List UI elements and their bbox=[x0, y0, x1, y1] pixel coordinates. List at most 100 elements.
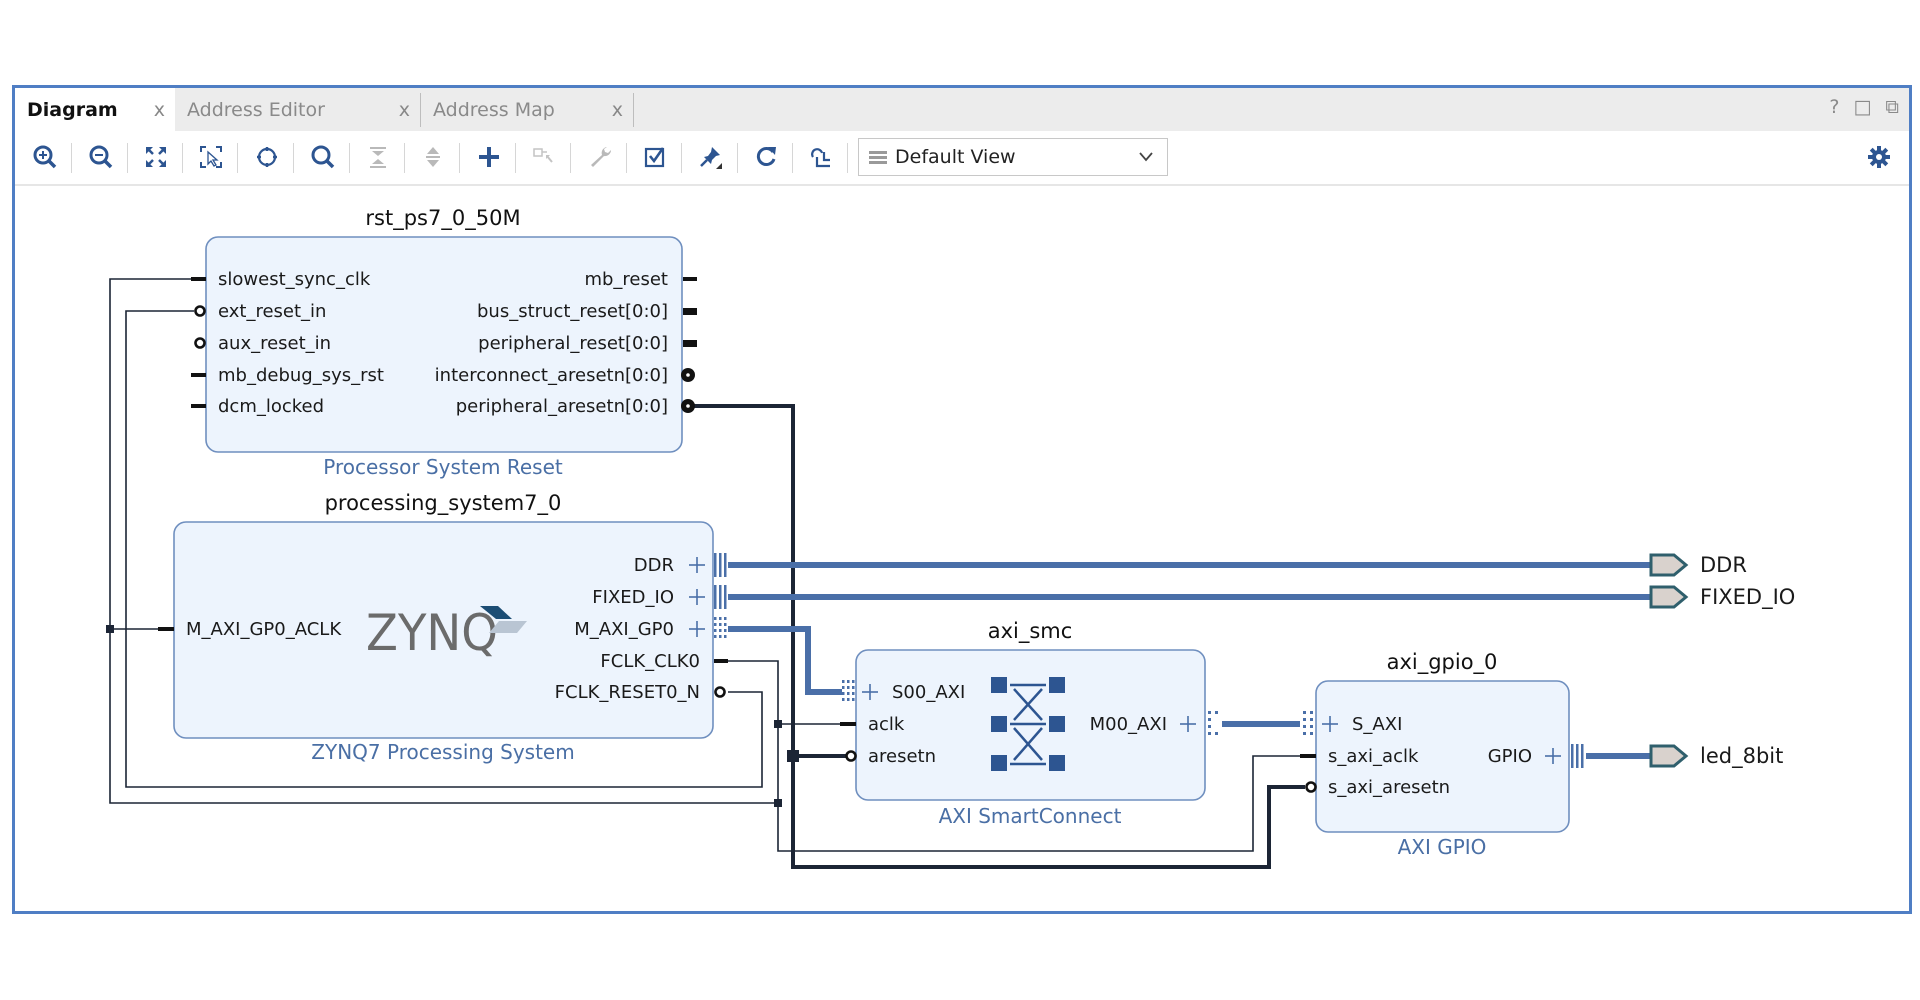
external-port-fixed-io[interactable]: FIXED_IO bbox=[1649, 585, 1795, 610]
settings-button[interactable] bbox=[1863, 141, 1895, 173]
pin-stub[interactable] bbox=[683, 308, 697, 315]
port-arrow-icon[interactable] bbox=[1649, 553, 1689, 577]
search-button[interactable] bbox=[307, 141, 339, 173]
add-ip-button[interactable] bbox=[473, 141, 505, 173]
bus-interface-pin[interactable] bbox=[714, 585, 717, 609]
auto-center-button[interactable] bbox=[251, 141, 283, 173]
bus-m-axi-gp0[interactable] bbox=[728, 626, 842, 695]
close-icon[interactable]: x bbox=[153, 99, 165, 121]
block-instance-name: axi_gpio_0 bbox=[1387, 650, 1498, 675]
pin-stub[interactable] bbox=[840, 722, 856, 726]
pin-active-low[interactable] bbox=[194, 337, 206, 349]
pin-label: M00_AXI bbox=[1090, 714, 1167, 735]
plus-icon[interactable] bbox=[1322, 716, 1338, 732]
plus-icon[interactable] bbox=[1180, 716, 1196, 732]
external-port-led-8bit[interactable]: led_8bit bbox=[1649, 744, 1783, 769]
block-axi-gpio[interactable]: axi_gpio_0 S_AXI s_axi_aclk s_axi_areset… bbox=[1300, 650, 1584, 859]
pin-label: FCLK_CLK0 bbox=[600, 651, 700, 672]
zoom-out-button[interactable] bbox=[85, 141, 117, 173]
bus-interface-pin[interactable] bbox=[842, 680, 855, 701]
search-icon bbox=[311, 145, 335, 169]
block-rst-ps7[interactable]: rst_ps7_0_50M slowest_sync_clk ext_reset… bbox=[191, 206, 697, 479]
block-body[interactable] bbox=[205, 236, 683, 453]
zoom-fit-icon bbox=[146, 147, 166, 167]
plus-icon[interactable] bbox=[689, 621, 705, 637]
maximize-icon[interactable]: □ bbox=[1853, 96, 1872, 118]
close-icon[interactable]: x bbox=[611, 99, 623, 121]
pin-stub[interactable] bbox=[191, 277, 206, 281]
block-axi-smc[interactable]: axi_smc S00_AXI aclk aresetn M00_AXI bbox=[840, 619, 1218, 828]
checkbox-icon bbox=[644, 147, 665, 168]
pin-stub[interactable] bbox=[158, 627, 174, 631]
pin-label: aresetn bbox=[868, 746, 936, 767]
toolbar-divider bbox=[570, 143, 571, 173]
port-arrow-icon[interactable] bbox=[1649, 744, 1689, 768]
plus-icon[interactable] bbox=[689, 557, 705, 573]
net-peripheral-aresetn[interactable] bbox=[692, 404, 1305, 869]
pin-stub[interactable] bbox=[683, 277, 697, 281]
bus-interface-pin[interactable] bbox=[1571, 744, 1584, 768]
tab-label: Address Map bbox=[433, 98, 555, 121]
net-fclk-clk0[interactable] bbox=[728, 660, 1305, 852]
regenerate-layout-button[interactable] bbox=[750, 141, 782, 173]
toolbar-divider bbox=[737, 143, 738, 173]
tab-address-editor[interactable]: Address Editor x bbox=[175, 88, 420, 131]
plus-icon[interactable] bbox=[862, 684, 878, 700]
bus-interface-pin[interactable] bbox=[1303, 711, 1313, 735]
expand-all-icon bbox=[426, 147, 440, 167]
pin-stub[interactable] bbox=[191, 373, 206, 377]
block-diagram[interactable]: rst_ps7_0_50M slowest_sync_clk ext_reset… bbox=[15, 186, 1909, 911]
tab-address-map[interactable]: Address Map x bbox=[421, 88, 633, 131]
pin-active-low[interactable] bbox=[194, 305, 206, 317]
pin-label: s_axi_aclk bbox=[1328, 746, 1419, 767]
toolbar-divider bbox=[349, 143, 350, 173]
svg-text:ZYNQ: ZYNQ bbox=[366, 604, 498, 662]
bus-interface-pin[interactable] bbox=[1208, 711, 1218, 735]
zoom-area-button[interactable] bbox=[195, 141, 227, 173]
zoom-fit-button[interactable] bbox=[140, 141, 172, 173]
collapse-all-button[interactable] bbox=[362, 141, 394, 173]
pin-stub[interactable] bbox=[683, 340, 697, 347]
validate-design-button[interactable] bbox=[639, 141, 671, 173]
toolbar-divider bbox=[515, 143, 516, 173]
bus-interface-pin[interactable] bbox=[714, 553, 717, 577]
pin-active-low[interactable] bbox=[845, 750, 857, 762]
plus-icon[interactable] bbox=[1545, 748, 1561, 764]
zoom-out-icon bbox=[89, 145, 113, 169]
pin-label: FCLK_RESET0_N bbox=[555, 682, 700, 703]
make-connection-button[interactable] bbox=[528, 141, 560, 173]
pin-label: peripheral_aresetn[0:0] bbox=[456, 396, 668, 417]
help-icon[interactable]: ? bbox=[1829, 96, 1840, 118]
pin-label: s_axi_aresetn bbox=[1328, 777, 1450, 798]
zoom-in-icon bbox=[33, 145, 57, 169]
plus-icon[interactable] bbox=[689, 589, 705, 605]
pin-blocks-button[interactable] bbox=[695, 141, 727, 173]
pin-stub[interactable] bbox=[714, 659, 728, 663]
view-select-dropdown[interactable]: Default View bbox=[858, 138, 1168, 176]
close-icon[interactable]: x bbox=[398, 99, 410, 121]
optimize-routing-button[interactable] bbox=[805, 141, 837, 173]
tab-divider bbox=[633, 93, 634, 127]
pin-stub[interactable] bbox=[191, 404, 206, 408]
pin-icon bbox=[700, 147, 722, 169]
pin-label: aclk bbox=[868, 714, 905, 735]
tab-diagram[interactable]: Diagram x bbox=[15, 88, 175, 131]
expand-all-button[interactable] bbox=[417, 141, 449, 173]
float-icon[interactable]: ⧉ bbox=[1885, 96, 1899, 118]
pin-active-low[interactable] bbox=[714, 686, 726, 698]
customize-block-button[interactable] bbox=[584, 141, 616, 173]
port-arrow-icon[interactable] bbox=[1649, 585, 1689, 609]
pin-label: S00_AXI bbox=[892, 682, 965, 703]
diagram-canvas[interactable]: rst_ps7_0_50M slowest_sync_clk ext_reset… bbox=[15, 186, 1909, 911]
pin-stub[interactable] bbox=[1300, 754, 1316, 758]
block-processing-system7[interactable]: processing_system7_0 M_AXI_GP0_ACLK DDR … bbox=[158, 491, 728, 764]
pin-label: FIXED_IO bbox=[592, 587, 674, 608]
net-slowest-sync-clk[interactable] bbox=[109, 278, 778, 804]
pin-label: dcm_locked bbox=[218, 396, 324, 417]
external-port-ddr[interactable]: DDR bbox=[1649, 553, 1747, 577]
pin-active-low[interactable] bbox=[1305, 781, 1317, 793]
zoom-in-button[interactable] bbox=[29, 141, 61, 173]
bus-interface-pin[interactable] bbox=[714, 617, 727, 638]
net-ext-reset-in[interactable] bbox=[125, 310, 763, 788]
junction bbox=[774, 720, 782, 728]
